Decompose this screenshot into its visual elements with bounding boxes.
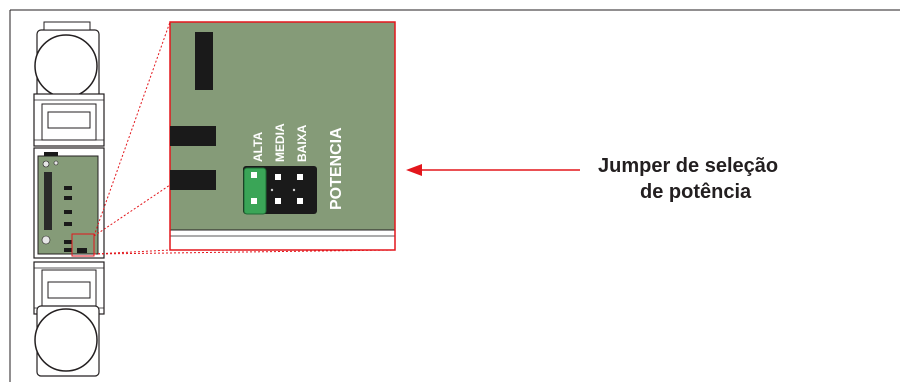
- annotation-line2: de potência: [640, 181, 752, 203]
- jumper-highlight: [71, 233, 95, 257]
- label-media: MEDIA: [273, 123, 287, 162]
- pin-media-top: [275, 174, 281, 180]
- frame: [9, 9, 900, 382]
- label-baixa: BAIXA: [295, 124, 309, 162]
- label-alta: ALTA: [251, 131, 265, 162]
- component-b: [170, 126, 216, 146]
- jumper-cap: [243, 167, 267, 215]
- arrow-head-icon: [406, 164, 422, 176]
- pointer-arrow: [406, 164, 580, 176]
- zoom-panel: ALTA MEDIA BAIXA POTENCIA: [169, 21, 396, 251]
- component-c: [170, 170, 216, 190]
- annotation-line1: Jumper de seleção: [598, 155, 779, 177]
- bottom-lens: [34, 308, 98, 372]
- pin-baixa-bottom: [297, 198, 303, 204]
- zoom-guides: [93, 21, 396, 255]
- component-a: [195, 32, 213, 90]
- pin-baixa-top: [297, 174, 303, 180]
- pin-media-bottom: [275, 198, 281, 204]
- label-potencia: POTENCIA: [328, 127, 345, 210]
- top-lens: [34, 34, 98, 98]
- device-side-view: [33, 21, 105, 377]
